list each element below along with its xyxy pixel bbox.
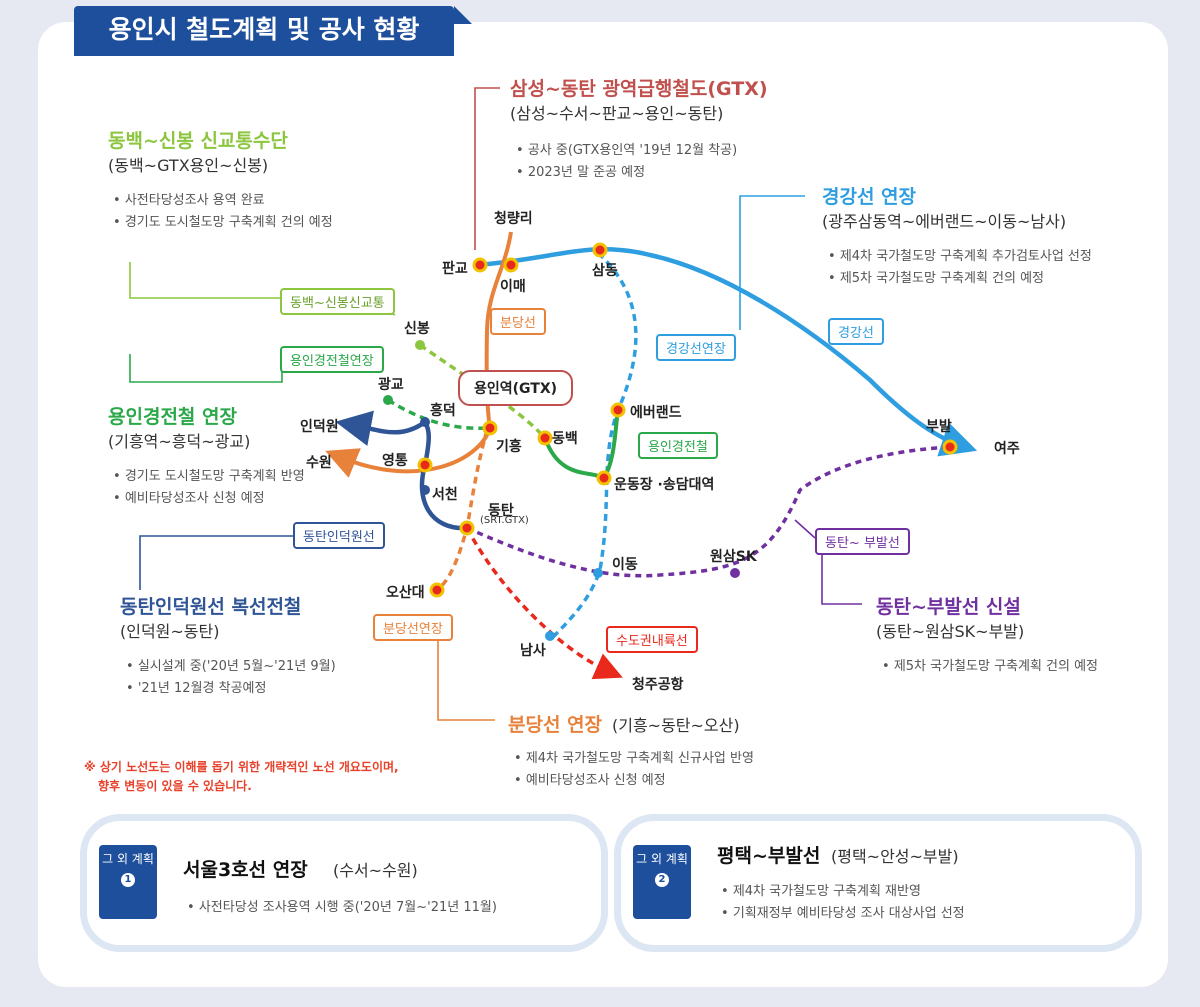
label-sudogwon: 수도권내륙선 [606,626,698,653]
disclaimer-note: ※ 상기 노선도는 이해를 돕기 위한 개략적인 노선 개요도이며,향후 변동이… [84,760,399,793]
sudogwon-line [465,527,623,680]
station-imae: 이매 [500,279,526,295]
station-dongtan: 동탄 [488,503,514,519]
gyeongjeon-bullets: 경기도 도시철도망 구축계획 반영예비타당성조사 신청 예정 [113,466,305,510]
station-suwon: 수원 [306,455,332,471]
dongtan-indeok-bullets: 실시설계 중('20년 5월~'21년 9월)'21년 12월경 착공예정 [126,656,336,700]
bundang-route: (기흥~동탄~오산) [612,716,740,735]
gyeonggang-line [477,246,978,457]
dongtan-indeok-heading: 동탄인덕원선 복선전철 [120,596,302,618]
station-seocheon: 서천 [432,487,458,503]
station-gwanggyo: 광교 [378,377,404,393]
gyeonggang-route: (광주삼동역~에버랜드~이동~남사) [822,212,1067,231]
gtx-bullets: 공사 중(GTX용인역 '19년 12월 착공)2023년 말 준공 예정 [516,140,737,184]
gtx-heading: 삼성~동탄 광역급행철도(GTX) [510,78,768,100]
gyeongjeon-ext-line [387,398,491,430]
label-gyeongjeon-ext: 용인경전철연장 [280,346,384,373]
gyeongjeon-heading: 용인경전철 연장 [108,406,237,428]
other-plan-2: 그 외 계획2 평택~부발선 (평택~안성~부발) 제4차 국가철도망 구축계획… [614,814,1142,952]
dongtan-indeok-route: (인덕원~동탄) [120,622,220,641]
dongtan-bubal-heading: 동탄~부발선 신설 [876,596,1021,618]
station-cheongju: 청주공항 [632,677,684,693]
station-dongbaek: 동백 [552,431,578,447]
station-everland: 에버랜드 [630,405,682,421]
station-indeogwon: 인덕원 [300,419,339,435]
gtx-route: (삼성~수서~판교~용인~동탄) [510,104,724,123]
page-title: 용인시 철도계획 및 공사 현황 [74,6,472,56]
other-plan-route: (평택~안성~부발) [831,847,959,866]
dongbaek-heading: 동백~신봉 신교통수단 [108,130,288,152]
station-sinbong: 신봉 [404,321,430,337]
dongtan-bubal-route: (동탄~원삼SK~부발) [876,622,1025,641]
station-ido: 이동 [612,557,638,573]
station-osan: 오산대 [386,585,425,601]
gyeonggang-heading: 경강선 연장 [822,186,917,208]
station-wonsam: 원삼SK [710,549,757,565]
station-yeoju: 여주 [994,441,1020,457]
bundang-bullets: 제4차 국가철도망 구축계획 신규사업 반영예비타당성조사 신청 예정 [514,748,754,792]
label-gyeonggang-ext: 경강선연장 [656,334,736,361]
station-bubal: 부발 [926,419,952,435]
label-bundang: 분당선 [490,308,546,335]
other-plan-bullets: 제4차 국가철도망 구축계획 재반영기획재정부 예비타당성 조사 대상사업 선정 [721,881,965,925]
bundang-ext-line [435,429,489,592]
other-plan-1: 그 외 계획1 서울3호선 연장 (수서~수원) 사전타당성 조사용역 시행 중… [80,814,608,952]
other-plan-heading: 평택~부발선 [717,845,821,867]
station-samdong: 삼동 [592,263,618,279]
station-heungdeok: 흥덕 [430,403,456,419]
other-plan-heading: 서울3호선 연장 [183,859,308,881]
label-gyeonggang: 경강선 [828,318,884,345]
bundang-heading: 분당선 연장 [508,714,603,736]
gyeonggang-bullets: 제4차 국가철도망 구축계획 추가검토사업 선정제5차 국가철도망 구축계획 건… [828,246,1092,290]
station-cheongnyangni: 청량리 [494,211,533,227]
gyeonggang-ext-line [548,251,638,642]
label-yongin-gtx: 용인역(GTX) [458,370,574,406]
label-dongtan-indeok: 동탄인덕원선 [293,522,385,549]
label-bundang-ext: 분당선연장 [373,614,453,641]
label-dongbaek: 동백~신봉신교통 [280,288,395,315]
dongbaek-bullets: 사전타당성조사 용역 완료경기도 도시철도망 구축계획 건의 예정 [113,190,333,234]
dongtan-bubal-line [466,445,951,578]
dongtan-bubal-bullets: 제5차 국가철도망 구축계획 건의 예정 [882,656,1098,678]
other-plan-route: (수서~수원) [333,861,418,880]
gyeongjeon-route: (기흥역~흥덕~광교) [108,432,251,451]
dongtan-indeok-line [335,410,468,531]
other-plan-bullets: 사전타당성 조사용역 시행 중('20년 7월~'21년 11월) [187,897,497,919]
station-giheung: 기흥 [496,439,522,455]
station-namsa: 남사 [520,643,546,659]
dongbaek-route: (동백~GTX용인~신봉) [108,156,269,175]
station-yeongtong: 영통 [382,453,408,469]
station-dongtan-sub: (SRT.GTX) [480,515,529,526]
station-pangyo: 판교 [442,261,468,277]
label-dongtan-bubal: 동탄~ 부발선 [815,528,910,555]
station-undongjang: 운동장 ·송담대역 [614,477,715,493]
label-gyeongjeon: 용인경전철 [638,432,718,459]
